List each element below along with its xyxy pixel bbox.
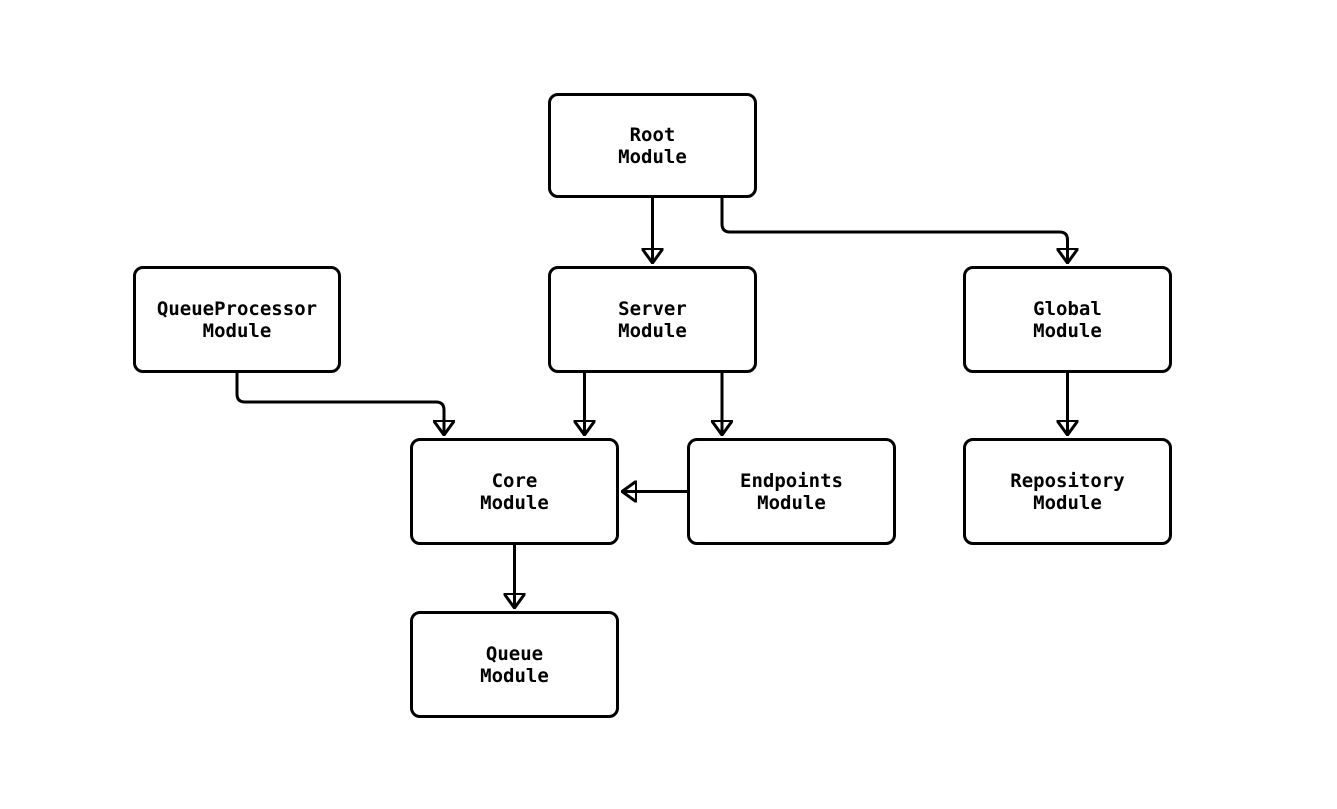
node-label-line1: QueueProcessor xyxy=(156,297,318,320)
node-endpoints-module: Endpoints Module xyxy=(687,438,896,545)
node-label-line2: Module xyxy=(757,491,826,514)
node-label-line1: Core xyxy=(491,469,538,492)
node-label-line1: Global xyxy=(1033,297,1102,320)
node-root-module: Root Module xyxy=(548,93,757,198)
node-label-line1: Server xyxy=(618,297,687,320)
node-label-line1: Queue xyxy=(485,642,544,665)
node-label-line2: Module xyxy=(1033,319,1102,342)
node-repository-module: Repository Module xyxy=(963,438,1172,545)
node-label-line2: Module xyxy=(480,664,549,687)
node-label-line2: Module xyxy=(618,145,687,168)
node-label-line1: Repository xyxy=(1010,469,1125,492)
node-global-module: Global Module xyxy=(963,266,1172,373)
edge-root-global xyxy=(720,198,1068,263)
node-queue-module: Queue Module xyxy=(410,611,619,718)
node-label-line2: Module xyxy=(618,319,687,342)
node-label-line1: Endpoints xyxy=(740,469,843,492)
node-server-module: Server Module xyxy=(548,266,757,373)
node-label-line1: Root xyxy=(629,123,676,146)
node-queueprocessor-module: QueueProcessor Module xyxy=(133,266,341,373)
node-label-line2: Module xyxy=(202,319,272,342)
node-label-line2: Module xyxy=(1033,491,1102,514)
node-core-module: Core Module xyxy=(410,438,619,545)
node-label-line2: Module xyxy=(480,491,549,514)
edge-queueprocessor-core xyxy=(235,373,444,435)
